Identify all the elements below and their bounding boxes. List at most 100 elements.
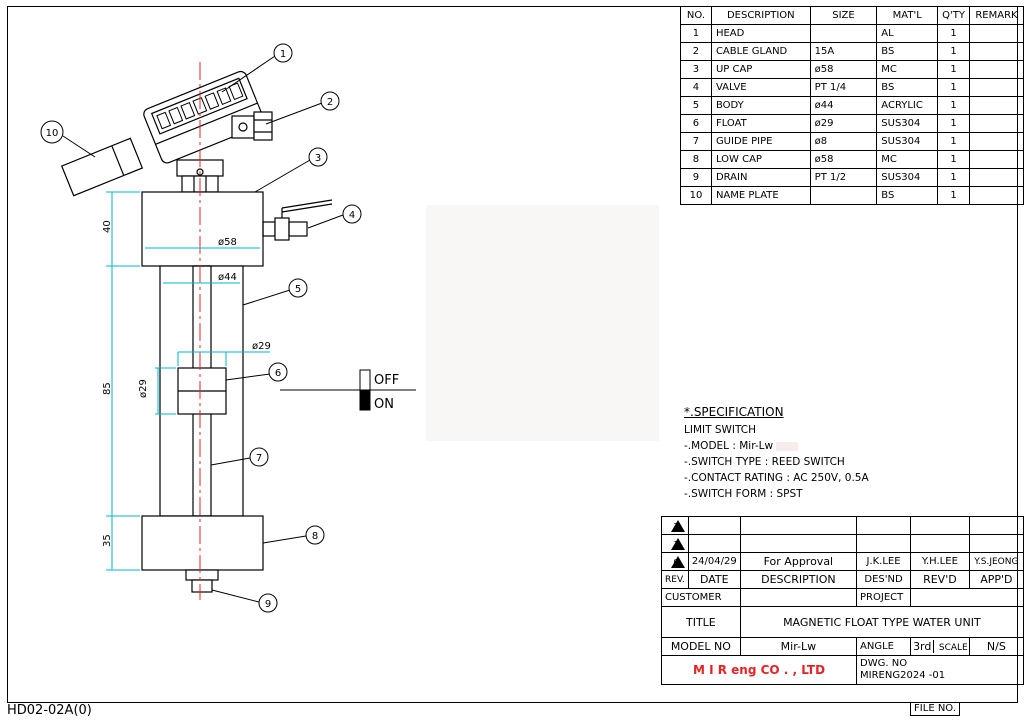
switch-symbol: OFF ON <box>280 369 416 412</box>
balloon-6: 6 <box>275 368 281 379</box>
switch-on-label: ON <box>374 397 394 412</box>
bom-cell: MC <box>876 60 939 79</box>
bom-cell: 10 <box>680 186 712 205</box>
valve <box>262 199 333 241</box>
angle-scale: 3rd SCALE <box>910 637 970 656</box>
bom-cell: ø58 <box>809 150 878 169</box>
bom-cell: PT 1/4 <box>809 78 878 97</box>
bom-cell: BS <box>876 186 939 205</box>
faint-background-patch <box>426 205 659 441</box>
rev0-approved: Y.S.JEONG <box>968 552 1024 571</box>
bom-header-description: DESCRIPTION <box>710 6 811 25</box>
bom-cell: 1 <box>937 132 970 151</box>
angle-label: ANGLE <box>856 637 912 656</box>
bom-cell: SUS304 <box>876 114 939 133</box>
balloon-7: 7 <box>256 453 262 464</box>
bom-header-qty: Q'TY <box>937 6 970 25</box>
bom-cell: 1 <box>937 78 970 97</box>
bom-cell: LOW CAP <box>710 150 811 169</box>
dwg-no-cell: DWG. NO MIRENG2024 -01 <box>856 655 1024 685</box>
sheet-id: HD02-02A(0) <box>7 703 92 718</box>
hdr-date: DATE <box>687 570 741 589</box>
balloon-2: 2 <box>327 97 333 108</box>
dim-h85: 85 <box>102 382 113 395</box>
angle-value: 3rd <box>911 640 935 653</box>
dim-v29: ø29 <box>138 379 149 398</box>
switch-off-label: OFF <box>374 373 399 388</box>
bom-cell: ø29 <box>809 114 878 133</box>
scale-label: SCALE <box>938 643 968 653</box>
bom-cell: SUS304 <box>876 132 939 151</box>
bom-cell <box>809 24 878 43</box>
bom-header-remark: REMARK <box>968 6 1024 25</box>
title-label: TITLE <box>661 606 741 638</box>
bom-header-material: MAT'L <box>876 6 939 25</box>
bom-cell: 1 <box>937 168 970 187</box>
bom-cell: 9 <box>680 168 712 187</box>
rev-mark-2: 2 <box>661 516 689 535</box>
bom-cell: 6 <box>680 114 712 133</box>
bom-cell <box>968 42 1024 61</box>
bom-cell: NAME PLATE <box>710 186 811 205</box>
bom-cell: 2 <box>680 42 712 61</box>
bom-cell: BODY <box>710 96 811 115</box>
bom-cell: 5 <box>680 96 712 115</box>
company-name: M I R eng CO . , LTD <box>660 655 858 685</box>
bom-cell: DRAIN <box>710 168 811 187</box>
bom-cell: FLOAT <box>710 114 811 133</box>
specification-block: *.SPECIFICATION LIMIT SWITCH -.MODEL : M… <box>684 404 869 502</box>
balloon-5: 5 <box>295 284 301 295</box>
up-cap <box>141 191 264 267</box>
bom-cell: ø44 <box>809 96 878 115</box>
head-enclosure <box>143 70 265 164</box>
spec-subtitle: LIMIT SWITCH <box>684 424 757 436</box>
balloon-1: 1 <box>280 49 286 60</box>
bom-cell: 1 <box>937 96 970 115</box>
hdr-rev: REV. <box>661 570 689 589</box>
bom-cell: UP CAP <box>710 60 811 79</box>
bom-cell <box>968 186 1024 205</box>
bom-cell: 7 <box>680 132 712 151</box>
bom-cell: 1 <box>937 150 970 169</box>
project-label: PROJECT <box>856 588 912 607</box>
rev-mark-1: 1 <box>661 534 689 553</box>
hdr-designed: DES'ND <box>856 570 912 589</box>
dim-d29: ø29 <box>252 341 271 352</box>
balloon-10: 10 <box>46 128 59 139</box>
model-label: MODEL NO <box>661 637 741 656</box>
bom-cell: ø8 <box>809 132 878 151</box>
bom-cell: SUS304 <box>876 168 939 187</box>
project-value <box>910 588 1024 607</box>
drawing-sheet <box>7 6 1018 703</box>
drain <box>185 569 219 581</box>
bom-cell: PT 1/2 <box>809 168 878 187</box>
bom-cell: 4 <box>680 78 712 97</box>
bom-cell: 1 <box>680 24 712 43</box>
spec-line: -.CONTACT RATING : AC 250V, 0.5A <box>684 472 869 484</box>
spec-model-label: -.MODEL : <box>684 440 736 452</box>
dwg-label: DWG. NO <box>860 658 908 669</box>
bom-cell: ø58 <box>809 60 878 79</box>
bom-header-no: NO. <box>680 6 712 25</box>
bom-cell: 1 <box>937 24 970 43</box>
spec-model: -.MODEL : Mir-Lw <box>684 438 869 454</box>
balloon-4: 4 <box>349 210 355 221</box>
bom-cell <box>968 96 1024 115</box>
bom-cell <box>968 150 1024 169</box>
file-no-label: FILE NO. <box>910 703 960 716</box>
bom-cell: 8 <box>680 150 712 169</box>
redaction-mark <box>776 441 799 451</box>
bom-cell: CABLE GLAND <box>710 42 811 61</box>
bom-cell: 3 <box>680 60 712 79</box>
balloon-3: 3 <box>315 153 321 164</box>
bom-cell: GUIDE PIPE <box>710 132 811 151</box>
hdr-description: DESCRIPTION <box>739 570 858 589</box>
rev0-designed: J.K.LEE <box>856 552 912 571</box>
rev0-date: 24/04/29 <box>687 552 741 571</box>
